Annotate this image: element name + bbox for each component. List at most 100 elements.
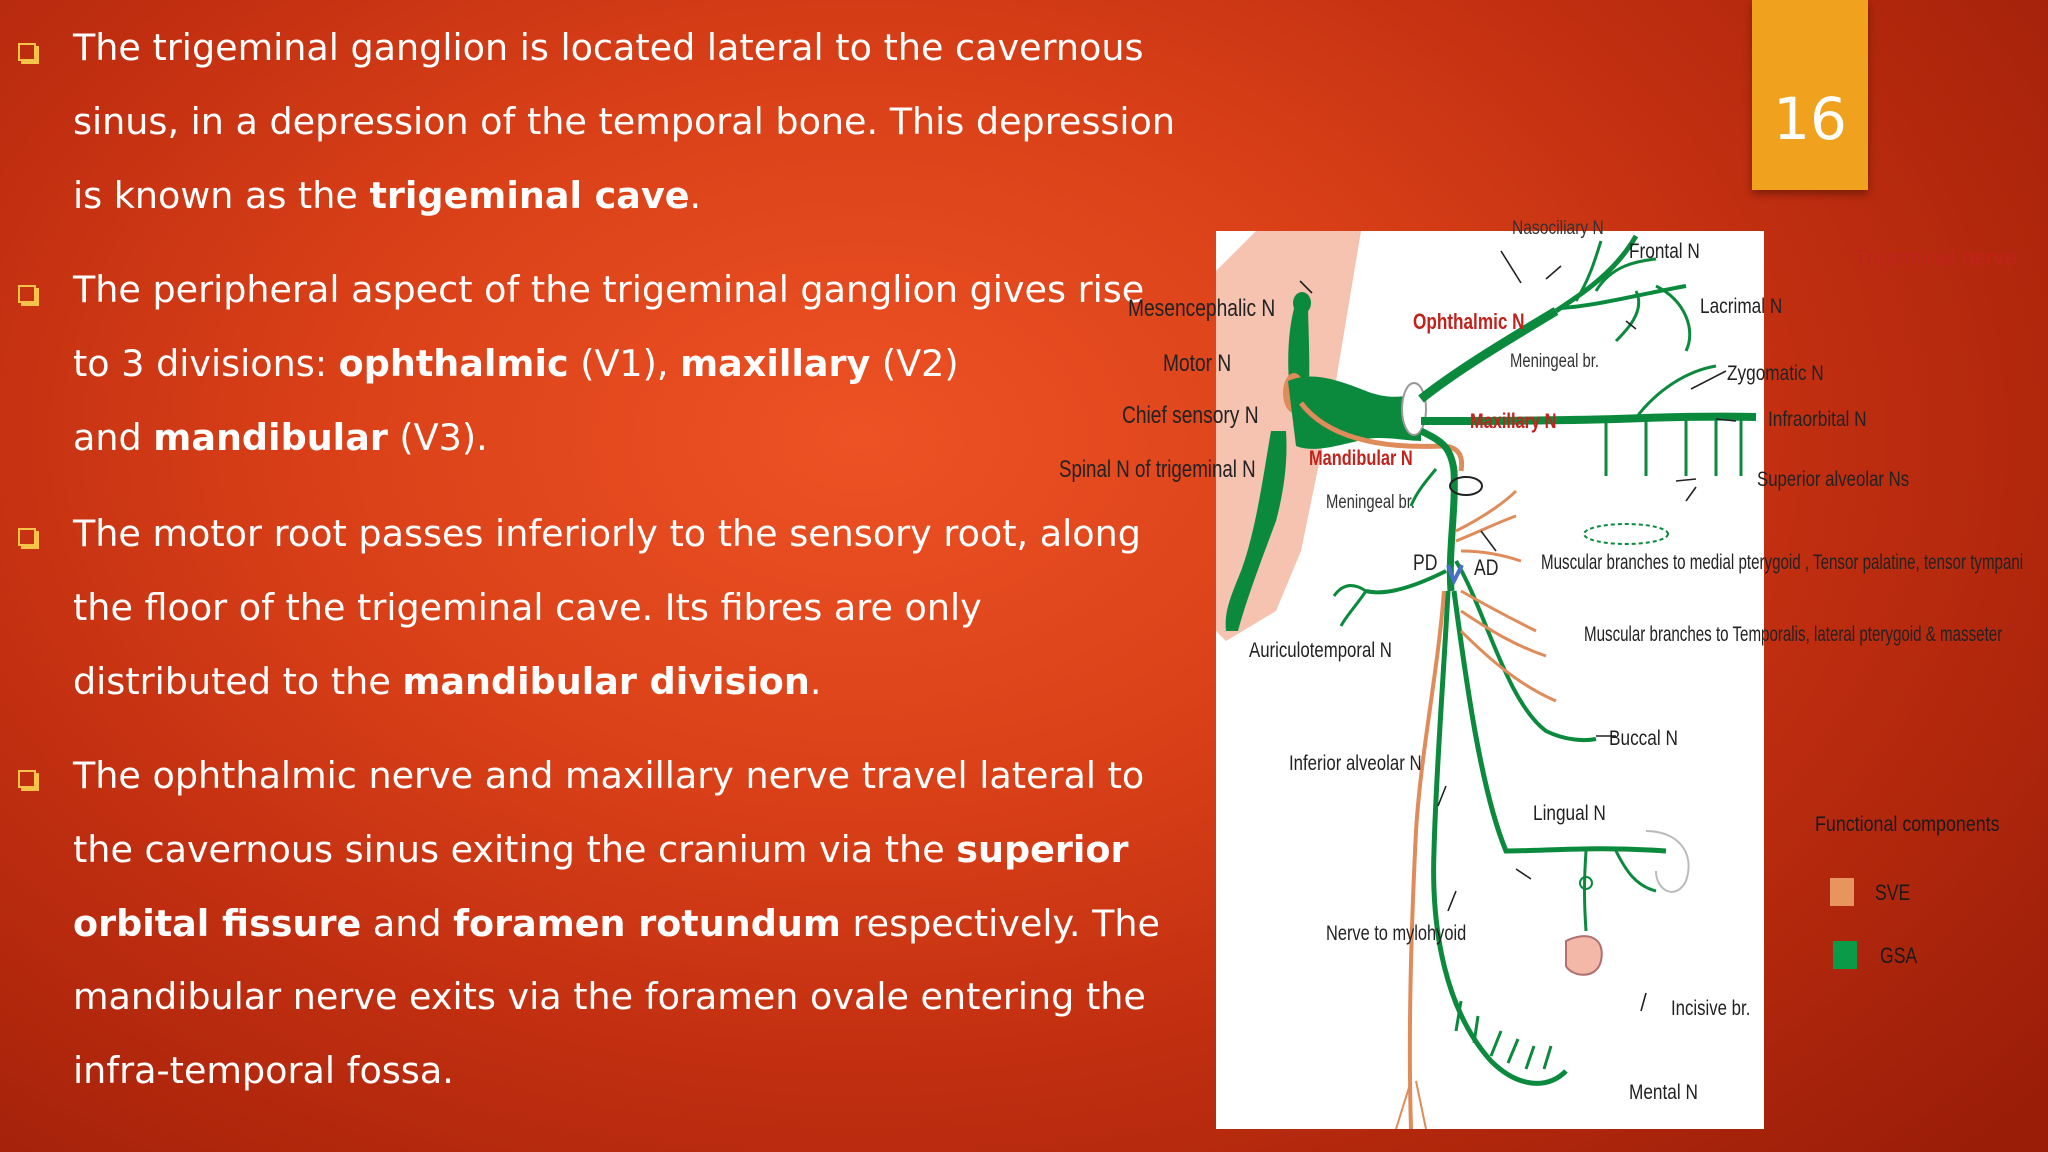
- mylohyoid-twigs: [1395, 1080, 1427, 1130]
- text-run: sinus, in a depression of the temporal b…: [73, 100, 1175, 143]
- foramen-ovale: [1449, 476, 1483, 496]
- submandibular-ganglion: [1579, 876, 1593, 890]
- label-meningeal-br2: Meningeal br.: [1326, 492, 1415, 513]
- text-run: the floor of the trigeminal cave. Its fi…: [73, 586, 982, 629]
- legend-label-sve: SVE: [1875, 880, 1911, 905]
- bullet-2-line-3: and mandibular (V3).: [73, 415, 488, 461]
- bullet-marker-icon: [18, 43, 36, 61]
- nerve-diagram-svg: [1216, 231, 1757, 1130]
- legend-title: Functional components: [1815, 813, 2000, 836]
- mandibular-nerve: [1419, 427, 1458, 592]
- legend-swatch-gsa: [1833, 941, 1857, 969]
- bold-term: trigeminal cave: [369, 174, 690, 217]
- label-frontal: Frontal N: [1629, 240, 1700, 263]
- label-inferior-alveolar: Inferior alveolar N: [1289, 752, 1422, 775]
- text-run: is known as the: [73, 174, 370, 217]
- text-run: .: [689, 174, 702, 217]
- ophthalmic-twig: [1614, 290, 1641, 343]
- slide-number: 16: [1773, 85, 1847, 153]
- bullet-marker-icon: [18, 770, 36, 788]
- text-run: The peripheral aspect of the trigeminal …: [73, 268, 1145, 311]
- lacrimal-branch: [1560, 284, 1687, 310]
- label-lacrimal: Lacrimal N: [1700, 295, 1783, 318]
- text-run: to 3 divisions:: [73, 342, 339, 385]
- label-pd: PD: [1413, 550, 1438, 575]
- slide-number-box: 16: [1752, 0, 1868, 190]
- text-run: and: [73, 416, 154, 459]
- label-lingual: Lingual N: [1533, 802, 1606, 825]
- label-mandibular: Mandibular N: [1309, 447, 1413, 470]
- label-maxillary: Maxillary N: [1470, 410, 1557, 433]
- bold-term: foramen rotundum: [453, 902, 841, 945]
- label-mesencephalic: Mesencephalic N: [1128, 295, 1276, 322]
- frontal-branch: [1554, 234, 1639, 314]
- pd-ad-division: [1446, 564, 1464, 586]
- label-motor: Motor N: [1163, 350, 1232, 377]
- label-muscular-medial: Muscular branches to medial pterygoid , …: [1541, 551, 2024, 574]
- bullet-4-line-1: The ophthalmic nerve and maxillary nerve…: [73, 753, 1144, 799]
- motor-root: [1299, 401, 1465, 472]
- maxillary-nerve: [1420, 412, 1757, 425]
- lacrimal-twig: [1655, 284, 1692, 352]
- text-run: (V3).: [387, 416, 488, 459]
- ganglion-ring: [1401, 382, 1427, 436]
- label-nasociliary: Nasociliary N: [1512, 218, 1604, 239]
- bullet-3-line-2: the floor of the trigeminal cave. Its fi…: [73, 585, 982, 631]
- bullet-1-line-3: is known as the trigeminal cave.: [73, 173, 701, 219]
- figure-caption: Trigeminal nerve: [1854, 245, 2018, 270]
- label-meningeal-br: Meningeal br.: [1510, 351, 1599, 372]
- gland-outline: [1645, 830, 1690, 893]
- muscular-branches-temporalis: [1459, 589, 1557, 703]
- bullet-4-line-5: infra-temporal fossa.: [73, 1048, 454, 1094]
- superior-alveolar-branches: [1604, 419, 1743, 476]
- muscular-branches-medial: [1455, 489, 1522, 563]
- text-run: (V2): [870, 342, 959, 385]
- bullet-marker-icon: [18, 528, 36, 546]
- label-auriculotemporal: Auriculotemporal N: [1249, 639, 1392, 662]
- text-run: The ophthalmic nerve and maxillary nerve…: [73, 754, 1145, 797]
- sublingual-gland: [1565, 935, 1603, 976]
- nasociliary-twig: [1574, 240, 1603, 302]
- label-leader-lines: [1299, 250, 1737, 1012]
- label-incisive: Incisive br.: [1671, 997, 1751, 1020]
- legend-label-gsa: GSA: [1880, 943, 1918, 968]
- legend-swatch-sve: [1830, 878, 1854, 906]
- buccal-nerve: [1454, 559, 1597, 742]
- text-run: mandibular nerve exits via the foramen o…: [73, 975, 1146, 1018]
- meningeal-branch: [1409, 468, 1438, 507]
- text-run: The motor root passes inferiorly to the …: [73, 512, 1141, 555]
- auriculotemporal-twigs: [1332, 584, 1368, 627]
- text-run: .: [809, 660, 822, 703]
- trigeminal-nerve-figure: [1216, 231, 1764, 1130]
- auriculotemporal-nerve: [1365, 569, 1447, 595]
- label-ophthalmic: Ophthalmic N: [1413, 309, 1525, 334]
- text-run: The trigeminal ganglion is located later…: [73, 26, 1144, 69]
- bullet-4-line-3: orbital fissure and foramen rotundum res…: [73, 901, 1160, 947]
- bold-term: ophthalmic: [338, 342, 569, 385]
- incisive-teeth-branches: [1454, 1000, 1553, 1070]
- bullet-3-line-1: The motor root passes inferiorly to the …: [73, 511, 1141, 557]
- bold-term: mandibular division: [402, 660, 810, 703]
- bold-term: superior: [956, 828, 1129, 871]
- bullet-4-line-2: the cavernous sinus exiting the cranium …: [73, 827, 1128, 873]
- frontal-twig: [1594, 257, 1657, 292]
- bullet-4-line-4: mandibular nerve exits via the foramen o…: [73, 974, 1146, 1020]
- bullet-3-line-3: distributed to the mandibular division.: [73, 659, 821, 705]
- label-zygomatic: Zygomatic N: [1727, 362, 1824, 385]
- mesencephalic-cell: [1293, 292, 1311, 314]
- zygomatic-branch: [1634, 364, 1717, 419]
- mylohyoid-nerve: [1407, 590, 1446, 1130]
- bullet-1-line-1: The trigeminal ganglion is located later…: [73, 25, 1144, 71]
- text-run: infra-temporal fossa.: [73, 1049, 454, 1092]
- text-run: distributed to the: [73, 660, 403, 703]
- label-mylohyoid: Nerve to mylohyoid: [1326, 922, 1467, 945]
- bullet-2-line-2: to 3 divisions: ophthalmic (V1), maxilla…: [73, 341, 959, 387]
- label-mental: Mental N: [1629, 1081, 1698, 1104]
- bold-term: mandibular: [153, 416, 388, 459]
- lingual-twig: [1614, 850, 1657, 893]
- bold-term: orbital fissure: [73, 902, 362, 945]
- label-spinal: Spinal N of trigeminal N: [1059, 456, 1256, 483]
- label-ad: AD: [1474, 555, 1499, 580]
- bullet-marker-icon: [18, 285, 36, 303]
- ophthalmic-nerve: [1418, 307, 1559, 403]
